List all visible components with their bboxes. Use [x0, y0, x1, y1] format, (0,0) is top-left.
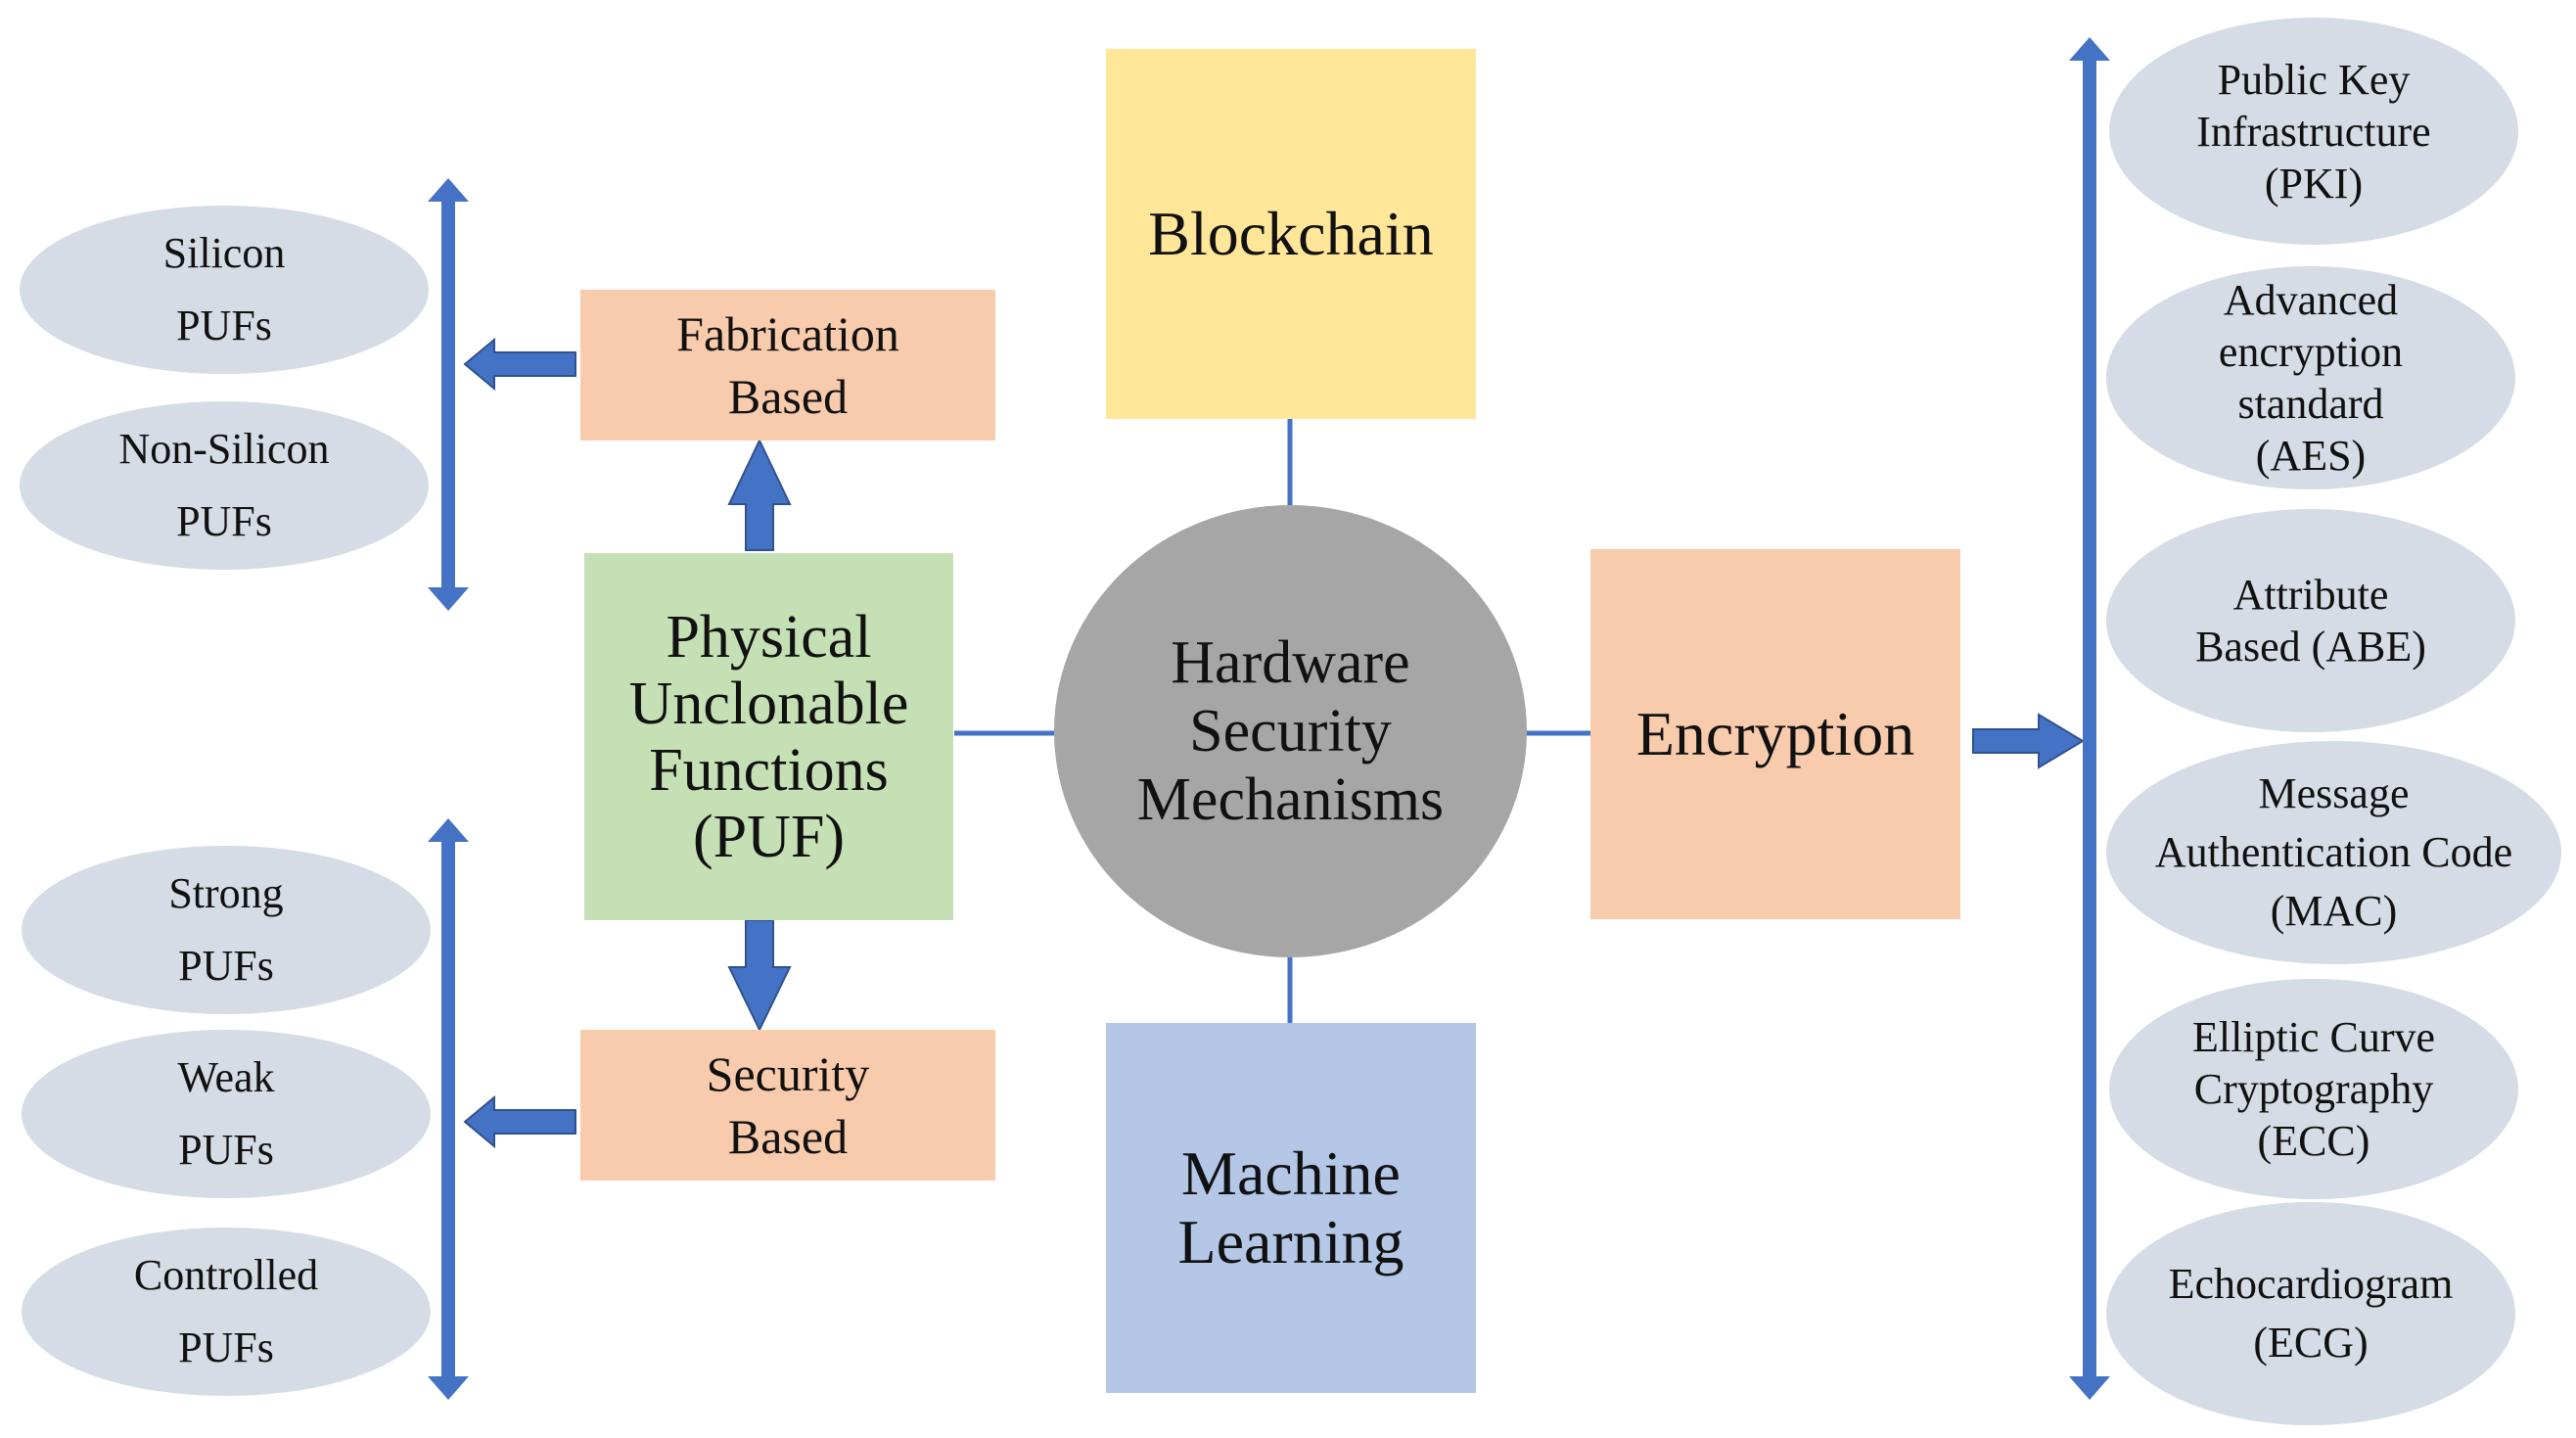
pki-node: Public Key Infrastructure (PKI): [2109, 18, 2518, 245]
mac-label: Message Authentication Code (MAC): [2154, 769, 2513, 935]
controlled-pufs-label: Controlled PUFs: [133, 1251, 319, 1371]
machine-learning-label: Machine Learning: [1177, 1138, 1404, 1276]
hardware-security-mechanisms-node: Hardware Security Mechanisms: [1054, 505, 1527, 957]
fabrication-based-label: Fabrication Based: [676, 306, 899, 424]
ecc-label: Elliptic Curve Cryptography (ECC): [2191, 1013, 2436, 1165]
arrow-puf-to-fabrication: [727, 438, 792, 551]
silicon-pufs-node: Silicon PUFs: [20, 206, 429, 374]
controlled-pufs-node: Controlled PUFs: [22, 1228, 431, 1396]
blockchain-label: Blockchain: [1148, 199, 1434, 268]
arrow-encryption-to-types: [1972, 713, 2085, 769]
abe-label: Attribute Based (ABE): [2195, 571, 2426, 671]
aes-node: Advanced encryption standard (AES): [2106, 266, 2515, 489]
bracket-encryption-types: [2069, 37, 2110, 1400]
non-silicon-pufs-node: Non-Silicon PUFs: [20, 401, 429, 570]
encryption-label: Encryption: [1635, 699, 1915, 768]
weak-pufs-label: Weak PUFs: [177, 1053, 275, 1174]
arrow-security-to-types: [463, 1094, 576, 1149]
strong-pufs-label: Strong PUFs: [168, 869, 284, 990]
encryption-node: Encryption: [1590, 549, 1960, 919]
abe-node: Attribute Based (ABE): [2106, 509, 2515, 732]
puf-node: Physical Unclonable Functions (PUF): [584, 553, 953, 920]
puf-label: Physical Unclonable Functions (PUF): [628, 603, 909, 870]
strong-pufs-node: Strong PUFs: [22, 846, 431, 1014]
pki-label: Public Key Infrastructure (PKI): [2196, 55, 2431, 208]
arrow-puf-to-security: [727, 919, 792, 1033]
ecg-node: Echocardiogram (ECG): [2106, 1202, 2515, 1425]
fabrication-based-node: Fabrication Based: [580, 290, 995, 441]
ecg-label: Echocardiogram (ECG): [2168, 1260, 2454, 1367]
mac-node: Message Authentication Code (MAC): [2106, 741, 2561, 964]
center-label: Hardware Security Mechanisms: [1136, 629, 1445, 833]
security-based-node: Security Based: [580, 1030, 995, 1181]
ecc-node: Elliptic Curve Cryptography (ECC): [2109, 979, 2518, 1199]
arrow-fabrication-to-types: [463, 337, 576, 392]
bracket-fabrication-types: [428, 178, 469, 611]
blockchain-node: Blockchain: [1106, 49, 1476, 419]
bracket-security-types: [428, 818, 469, 1400]
security-based-label: Security Based: [706, 1046, 870, 1164]
machine-learning-node: Machine Learning: [1106, 1023, 1476, 1393]
weak-pufs-node: Weak PUFs: [22, 1030, 431, 1198]
aes-label: Advanced encryption standard (AES): [2218, 276, 2404, 480]
non-silicon-pufs-label: Non-Silicon PUFs: [118, 425, 330, 545]
silicon-pufs-label: Silicon PUFs: [162, 229, 286, 349]
